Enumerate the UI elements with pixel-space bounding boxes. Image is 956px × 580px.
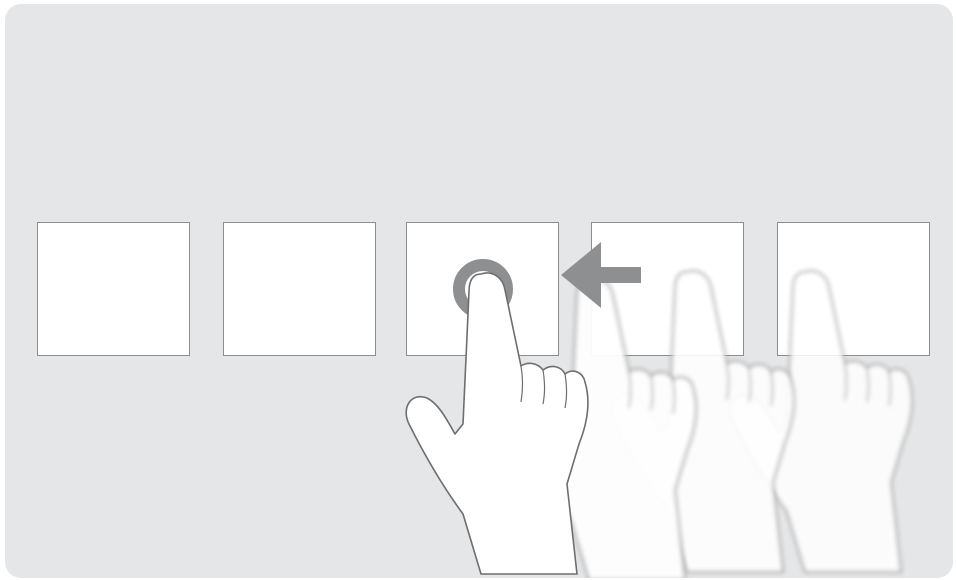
pointing-hand-icon [406, 273, 588, 574]
touch-screen [5, 4, 953, 578]
swipe-gesture-overlay [5, 4, 953, 578]
arrow-left-icon [561, 242, 641, 308]
